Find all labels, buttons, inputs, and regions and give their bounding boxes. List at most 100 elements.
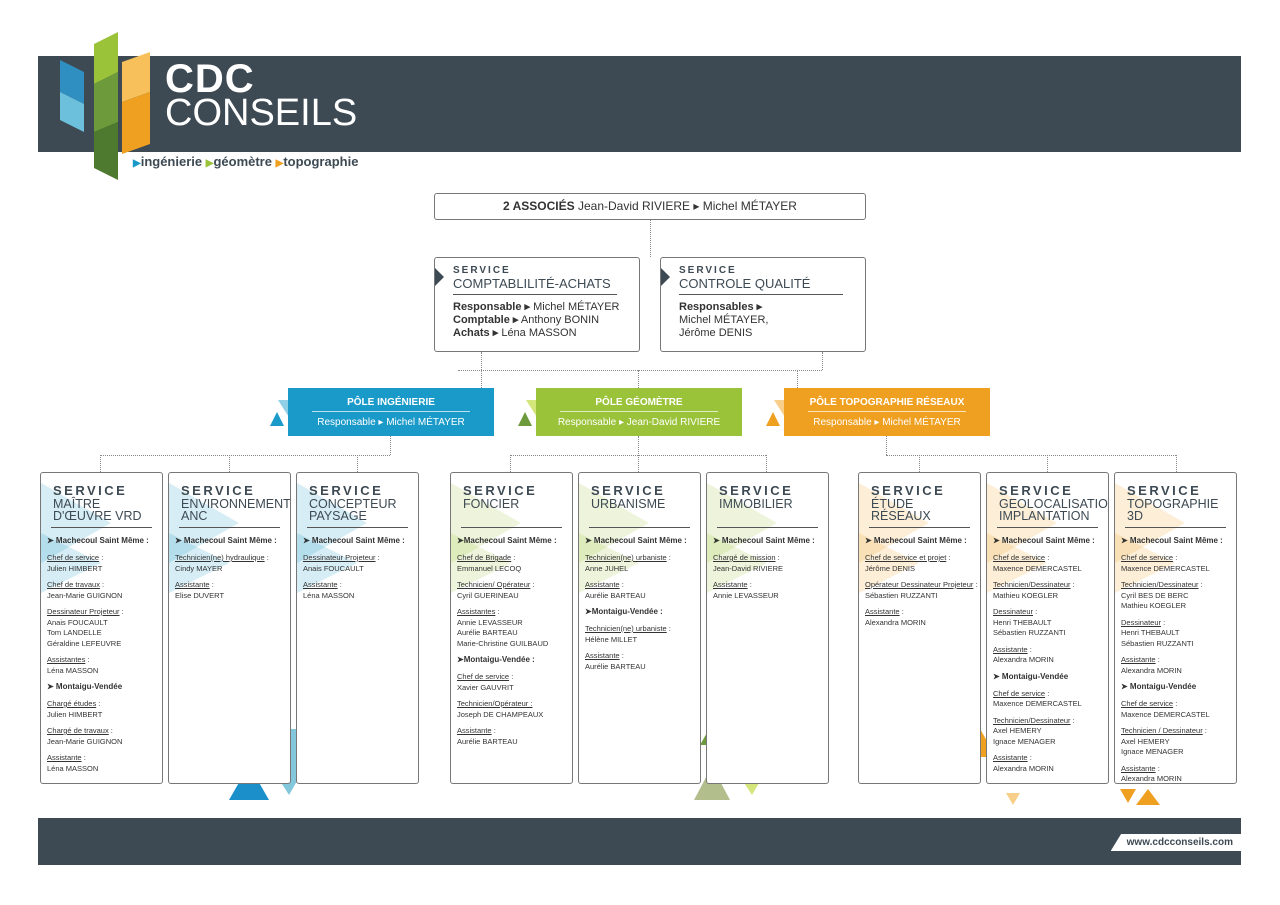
role-label: Technicien(ne) urbaniste :: [585, 624, 700, 635]
person-name: Anais FOUCAULT: [303, 563, 364, 573]
brand-name: CDC CONSEILS: [165, 59, 357, 132]
person-name: Sébastien RUZZANTI: [865, 590, 938, 600]
divider: [997, 527, 1098, 528]
background-triangle-icon: [169, 533, 229, 593]
role-label: Chef de service :: [1121, 553, 1236, 564]
service-kicker: SERVICE: [719, 483, 794, 498]
role-group: Chef de service :Maxence DEMERCASTEL: [993, 553, 1108, 574]
service-line: Michel MÉTAYER,: [679, 314, 865, 327]
role-name: Chef de service: [1121, 699, 1174, 708]
role-colon: :: [899, 607, 904, 616]
location-heading: ➤ Machecoul Saint Même :: [47, 536, 149, 545]
background-triangle-icon: [579, 533, 639, 593]
role-group: Technicien(ne) urbaniste :Anne JUHEL: [585, 553, 700, 574]
role-label: Chef de travaux :: [47, 580, 162, 591]
role-name: Chef de service: [1121, 553, 1174, 562]
person-name: Annie LEVASSEUR: [457, 617, 523, 627]
role-name: Technicien(ne) hydraulique: [175, 553, 265, 562]
role-label: Assistante :: [47, 753, 162, 764]
role-group: Opérateur Dessinateur Projeteur :Sébasti…: [865, 580, 980, 601]
role-group: Technicien/Dessinateur :Cyril BES DE BER…: [1121, 580, 1236, 612]
role-group: Assistante :Léna MASSON: [303, 580, 418, 601]
role-name: Assistante: [865, 607, 900, 616]
background-triangle-icon: [707, 533, 767, 593]
role-name: Dessinateur Projeteur: [303, 553, 376, 562]
service-title-line: TOPOGRAPHIE: [1127, 497, 1219, 511]
role-group: Assistante :Léna MASSON: [47, 753, 162, 774]
location-heading: ➤ Montaigu-Vendée: [993, 671, 1069, 681]
role-colon: :: [619, 651, 624, 660]
role-group: Chargé de travaux :Jean-Marie GUIGNON: [47, 726, 162, 747]
person-name: Ignace MENAGER: [993, 736, 1056, 746]
chevron-icon: [435, 268, 444, 286]
role-label: Technicien / Dessinateur :: [1121, 726, 1236, 737]
service-title-line: PAYSAGE: [309, 509, 367, 523]
divider: [307, 527, 408, 528]
line-name: Michel MÉTAYER,: [679, 314, 769, 326]
service-line: Achats ▸ Léna MASSON: [453, 327, 639, 340]
role-colon: :: [119, 607, 124, 616]
role-colon: :: [99, 553, 104, 562]
site-montaigu: MONTAIGU-VENDÉE (85): [824, 154, 962, 166]
person-name: Julien HIMBERT: [47, 709, 103, 719]
role-colon: :: [1161, 617, 1166, 627]
role-group: Chef de travaux :Jean-Marie GUIGNON: [47, 580, 162, 601]
person-name: Aurélie BARTEAU: [457, 628, 518, 637]
role-group: Assistante :Annie LEVASSEUR: [713, 580, 828, 601]
person-name: Sébastien RUZZANTI: [993, 628, 1066, 637]
service-title-line: ENVIRONNEMENT: [181, 497, 291, 511]
role-name: Chef de service et projet: [865, 553, 947, 562]
role-colon: :: [81, 753, 86, 762]
role-colon: :: [96, 699, 101, 708]
service-kicker: SERVICE: [871, 483, 946, 498]
role-label: Assistante :: [585, 651, 700, 662]
role-label: Assistante :: [175, 580, 290, 591]
service-name: COMPTABLILITÉ-ACHATS: [453, 276, 617, 295]
role-name: Assistante: [47, 753, 82, 762]
role-group: Chef de Brigade :Emmanuel LECOQ: [457, 553, 572, 574]
person-name: Xavier GAUVRIT: [457, 682, 514, 692]
person-name: Maxence DEMERCASTEL: [993, 563, 1082, 573]
role-colon: :: [1033, 607, 1038, 616]
location-heading: ➤ Machecoul Saint Même :: [1121, 536, 1223, 545]
person-name: Jean-Marie GUIGNON: [47, 736, 123, 746]
role-label: Chef de service :: [993, 689, 1108, 700]
role-name: Chef de service: [993, 553, 1046, 562]
role-colon: :: [99, 580, 105, 589]
website-link[interactable]: www.cdcconseils.com: [1110, 834, 1241, 851]
service-title-line: IMPLANTATION: [999, 509, 1090, 523]
tagline-geometre: géomètre: [213, 154, 272, 169]
line-role: Comptable ▸: [453, 314, 519, 326]
role-group: Technicien/Dessinateur :Mathieu KOEGLER: [993, 580, 1108, 601]
role-name: Dessinateur: [993, 607, 1034, 616]
service-title: URBANISME: [585, 498, 700, 522]
role-colon: :: [666, 624, 671, 633]
role-colon: :: [511, 553, 516, 562]
role-colon: :: [1070, 715, 1075, 725]
role-colon: :: [375, 553, 380, 562]
divider: [717, 527, 818, 528]
role-name: Dessinateur Projeteur: [47, 607, 120, 616]
associates-box: 2 ASSOCIÉS Jean-David RIVIERE ▸ Michel M…: [434, 193, 866, 220]
role-name: Chargé études: [47, 699, 97, 708]
service-kicker: SERVICE: [679, 265, 737, 276]
person-name: Cyril BES DE BERC: [1121, 590, 1189, 600]
person-name: Aurélie BARTEAU: [457, 736, 518, 746]
role-name: Assistantes: [457, 607, 496, 616]
background-triangle-icon: [859, 533, 919, 593]
role-colon: :: [1155, 763, 1160, 773]
pole-title: PÔLE TOPOGRAPHIE RÉSEAUX: [808, 388, 966, 412]
service-kicker: SERVICE: [53, 483, 128, 498]
role-group: Technicien(ne) urbaniste :Hélène MILLET: [585, 624, 700, 645]
person-name: Alexandra MORIN: [993, 655, 1054, 664]
service-title-line: D'ŒUVRE VRD: [53, 509, 142, 523]
location-heading: ➤ Machecoul Saint Même :: [585, 536, 687, 545]
tagline-topographie: topographie: [283, 154, 359, 169]
service-line: Jérôme DENIS: [679, 327, 865, 340]
background-triangle-icon: [169, 483, 239, 563]
divider: [869, 527, 970, 528]
